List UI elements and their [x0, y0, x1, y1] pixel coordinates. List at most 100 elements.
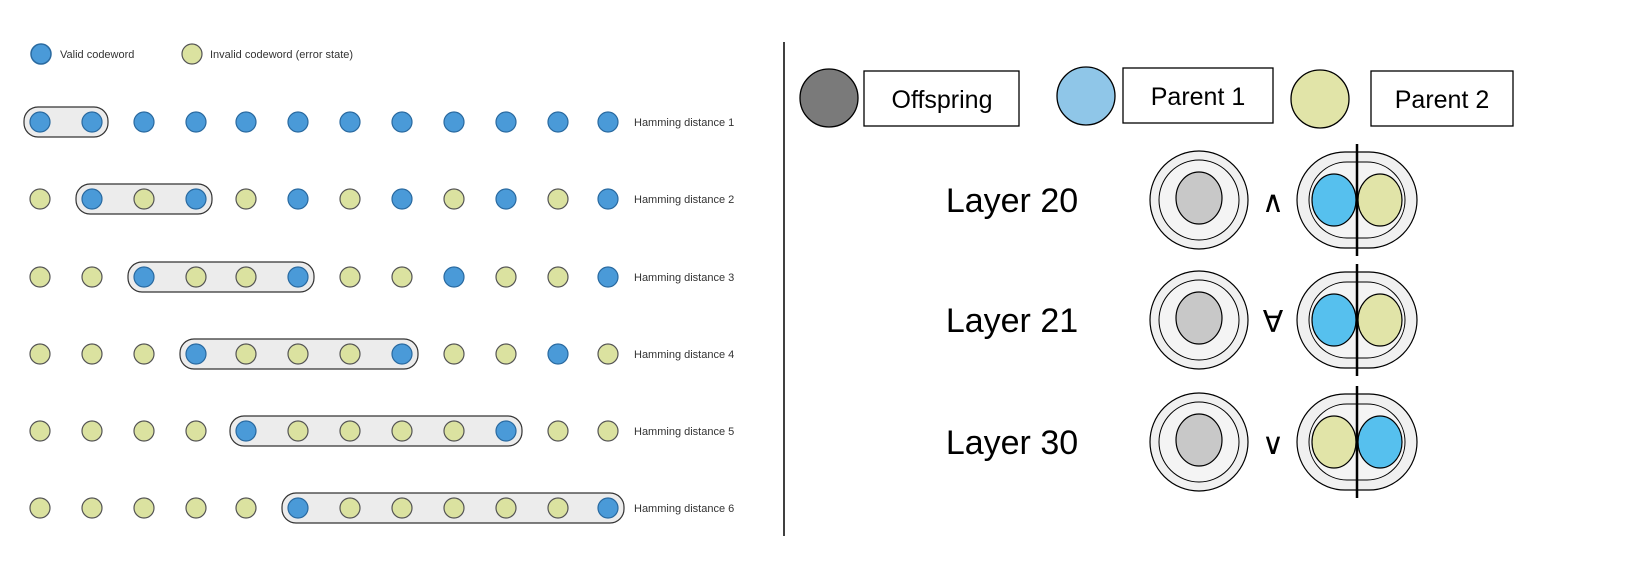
invalid-codeword-dot	[339, 420, 361, 442]
invalid-codeword-dot	[133, 497, 155, 519]
right-legend: Offspring Parent 1 Parent 2	[799, 66, 1514, 129]
invalid-codeword-dot	[339, 266, 361, 288]
invalid-codeword-dot	[235, 497, 257, 519]
parent-right-circle	[1357, 293, 1403, 347]
valid-codeword-dot	[597, 266, 619, 288]
invalid-codeword-dot	[339, 497, 361, 519]
layer-diagram: Layer 20∧	[946, 144, 1418, 256]
invalid-codeword-dot	[81, 343, 103, 365]
invalid-codeword-dot	[495, 497, 517, 519]
yellow-circle-icon	[181, 43, 203, 65]
valid-codeword-dot	[443, 266, 465, 288]
valid-codeword-dot	[391, 111, 413, 133]
logic-operator: ∀	[1263, 305, 1284, 340]
layer-diagrams: Layer 20∧ Layer 21 ∀ Layer 30 ∨	[946, 144, 1418, 498]
valid-codeword-dot	[81, 111, 103, 133]
offspring-inner-circle	[1175, 171, 1223, 225]
valid-codeword-dot	[133, 111, 155, 133]
legend-label-box	[1370, 70, 1514, 127]
legend-valid-label: Valid codeword	[60, 49, 134, 61]
invalid-codeword-dot	[185, 497, 207, 519]
invalid-codeword-dot	[133, 420, 155, 442]
hamming-distance-label: Hamming distance 6	[634, 503, 734, 515]
valid-codeword-dot	[495, 420, 517, 442]
logic-operator: ∨	[1262, 427, 1284, 462]
invalid-codeword-dot	[287, 420, 309, 442]
invalid-codeword-dot	[547, 420, 569, 442]
invalid-codeword-dot	[339, 188, 361, 210]
parent-right-circle	[1357, 173, 1403, 227]
invalid-codeword-dot	[443, 343, 465, 365]
hamming-distance-label: Hamming distance 5	[634, 426, 734, 438]
invalid-codeword-dot	[29, 188, 51, 210]
valid-codeword-dot	[185, 188, 207, 210]
invalid-codeword-dot	[29, 266, 51, 288]
layer-label: Layer 30	[946, 424, 1078, 462]
hamming-distance-label: Hamming distance 4	[634, 349, 734, 361]
codeword-group-capsule	[229, 415, 523, 447]
parent-right-circle	[1357, 415, 1403, 469]
parent-left-circle	[1311, 415, 1357, 469]
valid-codeword-dot	[29, 111, 51, 133]
invalid-codeword-dot	[391, 266, 413, 288]
valid-codeword-dot	[443, 111, 465, 133]
hamming-distance-label: Hamming distance 2	[634, 194, 734, 206]
offspring-inner-circle	[1175, 291, 1223, 345]
invalid-codeword-dot	[133, 188, 155, 210]
offspring-circle-icon	[799, 68, 859, 128]
valid-codeword-dot	[287, 497, 309, 519]
hamming-row: Hamming distance 2	[29, 183, 734, 215]
valid-codeword-dot	[495, 188, 517, 210]
parent2-circle-icon	[1290, 69, 1350, 129]
valid-codeword-dot	[391, 188, 413, 210]
invalid-codeword-dot	[443, 497, 465, 519]
invalid-codeword-dot	[235, 188, 257, 210]
invalid-codeword-dot	[29, 420, 51, 442]
valid-codeword-dot	[339, 111, 361, 133]
layer-diagram: Layer 21 ∀	[946, 264, 1418, 376]
invalid-codeword-dot	[391, 497, 413, 519]
hamming-row: Hamming distance 3	[29, 261, 734, 293]
valid-codeword-dot	[81, 188, 103, 210]
invalid-codeword-dot	[81, 497, 103, 519]
invalid-codeword-dot	[287, 343, 309, 365]
invalid-codeword-dot	[597, 343, 619, 365]
invalid-codeword-dot	[495, 343, 517, 365]
invalid-codeword-dot	[81, 266, 103, 288]
valid-codeword-dot	[287, 266, 309, 288]
legend-item: Offspring	[799, 68, 1020, 128]
invalid-codeword-dot	[29, 343, 51, 365]
legend-item-label: Parent 2	[1395, 86, 1490, 114]
invalid-codeword-dot	[597, 420, 619, 442]
invalid-codeword-dot	[133, 343, 155, 365]
valid-codeword-dot	[547, 343, 569, 365]
layer-diagram: Layer 30 ∨	[946, 386, 1418, 498]
invalid-codeword-dot	[185, 266, 207, 288]
invalid-codeword-dot	[339, 343, 361, 365]
invalid-codeword-dot	[443, 420, 465, 442]
valid-codeword-dot	[287, 188, 309, 210]
hamming-row: Hamming distance 1	[23, 106, 734, 138]
hamming-distance-label: Hamming distance 3	[634, 272, 734, 284]
valid-codeword-dot	[547, 111, 569, 133]
legend-label-box	[1122, 67, 1274, 124]
left-legend: Valid codeword Invalid codeword (error s…	[30, 43, 353, 65]
blue-circle-icon	[30, 43, 52, 65]
invalid-codeword-dot	[235, 266, 257, 288]
invalid-codeword-dot	[547, 266, 569, 288]
legend-item-label: Parent 1	[1151, 83, 1246, 111]
offspring-inner-circle	[1175, 413, 1223, 467]
valid-codeword-dot	[133, 266, 155, 288]
invalid-codeword-dot	[495, 266, 517, 288]
legend-invalid-label: Invalid codeword (error state)	[210, 49, 353, 61]
invalid-codeword-dot	[547, 497, 569, 519]
invalid-codeword-dot	[391, 420, 413, 442]
valid-codeword-dot	[235, 420, 257, 442]
invalid-codeword-dot	[235, 343, 257, 365]
legend-item: Parent 2	[1290, 69, 1514, 129]
logic-operator: ∧	[1262, 185, 1284, 220]
layer-label: Layer 21	[946, 302, 1078, 340]
parent1-circle-icon	[1056, 66, 1116, 126]
parent-left-circle	[1311, 293, 1357, 347]
hamming-distance-label: Hamming distance 1	[634, 117, 734, 129]
